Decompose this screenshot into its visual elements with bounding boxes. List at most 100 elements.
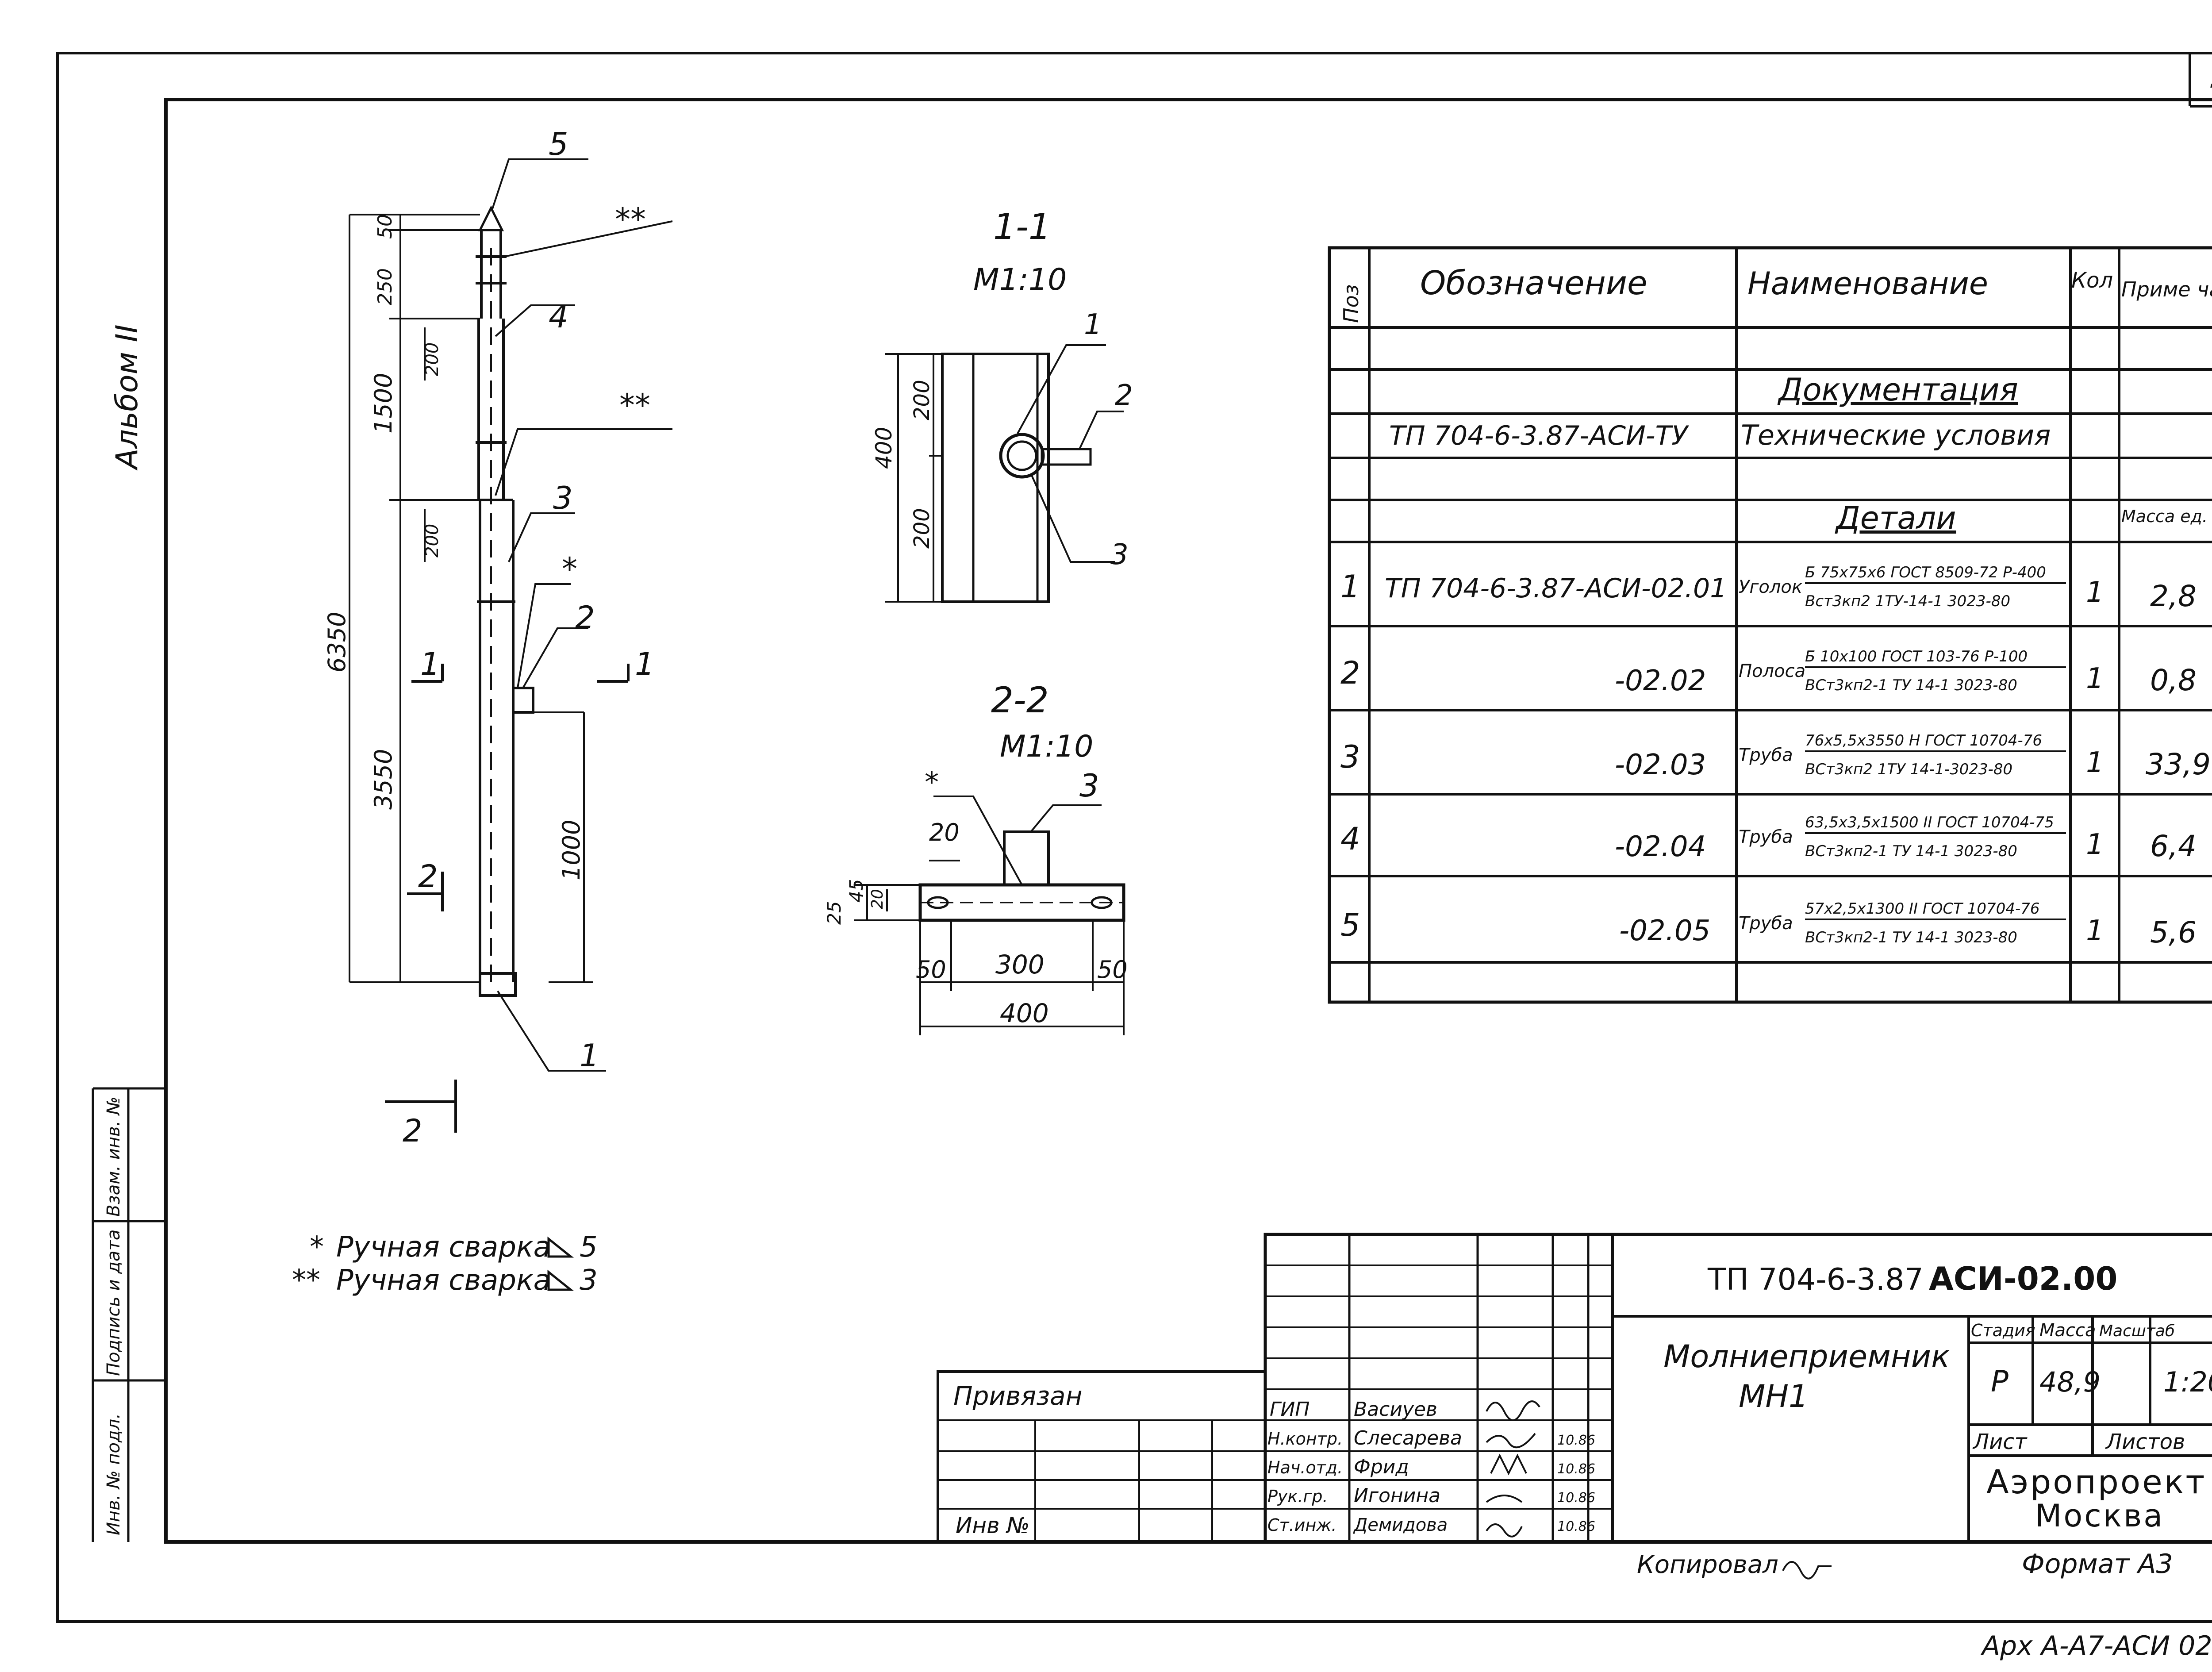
title-scale: 1:20 [2163,1366,2212,1398]
spec-header-qty: Кол [2071,268,2113,293]
spec-table-grid [1328,246,2212,1004]
spec-row-designation: -02.02 [1615,665,1706,697]
dim-250: 250 [374,268,396,305]
section-1-1-scale: М1:10 [973,262,1067,297]
spec-row-type: Полоса [1739,661,1805,681]
title-sheet-header: Лист [1972,1430,2028,1454]
spec-row: 4 -02.04 Труба 63,5х3,5х1500 II ГОСТ 107… [1340,814,2197,863]
section-2-2-dim-50b: 50 [1097,956,1128,984]
spec-header-name: Наименование [1747,265,1988,302]
title-org-2: Москва [2035,1498,2164,1534]
section-1-1-label-3: 3 [1110,538,1129,571]
section-1-1-label-1: 1 [1084,308,1102,341]
section-1-1-title: 1-1 [993,206,1051,247]
title-code: ТП 704-6-3.87 [1707,1262,1924,1297]
signature-scribble [1486,1400,1540,1421]
title-code-2: АСИ-02.00 [1929,1260,2117,1297]
dim-3550: 3550 [369,749,397,810]
title-mass-header: Масса [2039,1320,2096,1341]
side-strip-replace: Взам. инв. № [104,1096,124,1217]
section-2-2-dim-45: 45 [845,879,867,903]
side-strip-inv: Инв. № подл. [104,1413,124,1535]
spec-row-type: Труба [1739,913,1793,934]
spec-row-qty: 1 [2086,915,2104,947]
spec-row-spec-top: 57х2,5х1300 II ГОСТ 10704-76 [1805,900,2040,918]
weld-note-1-mark: * [310,1231,324,1264]
spec-section-parts: Детали [1835,500,1956,536]
side-strip [92,1087,166,1542]
spec-header-pos: Поз [1339,284,1363,323]
mast-label-dstar1: ** [615,201,646,238]
spec-row-qty: 1 [2086,662,2104,695]
role-label: Нач.отд. [1267,1458,1343,1477]
spec-row-pos: 3 [1340,739,1360,775]
role-date: 10.86 [1557,1519,1595,1534]
role-date: 10.86 [1557,1490,1595,1506]
weld-triangle-2 [547,1269,574,1291]
section-2-2-dim-20b: 20 [868,889,887,909]
spec-section-docs: Документация [1777,372,2018,408]
section-1-1-dim-200b: 200 [910,508,934,549]
side-strip-sign: Подпись и дата [104,1230,124,1376]
spec-doc-name: Технические условия [1741,419,2051,451]
dim-200b: 200 [422,524,442,557]
spec-header-note: Приме чание [2121,277,2212,301]
spec-row-spec-bot: ВСт3кп2-1 ТУ 14-1 3023-80 [1805,676,2017,694]
weld-note-2-text: Ручная сварка [336,1264,551,1297]
role-name: Фрид [1354,1456,1409,1478]
weld-note-1-size: 5 [580,1231,598,1264]
cut-2-mid: 2 [418,858,438,895]
spec-row-type: Труба [1739,745,1793,765]
spec-row: 3 -02.03 Труба 76х5,5х3550 Н ГОСТ 10704-… [1340,732,2211,781]
dim-50: 50 [374,214,396,239]
album-label: Альбом II [110,324,145,471]
title-org-1: Аэропроект [1986,1463,2206,1501]
mast-label-dstar2: ** [619,387,650,423]
spec-mass-header: Масса ед. кг [2121,507,2212,526]
title-mass: 48,9 [2039,1366,2101,1398]
section-1-1-dim-400: 400 [871,427,897,469]
mast-label-5: 5 [549,126,568,162]
mast-label-4: 4 [549,299,568,335]
title-sheets-header: Листов [2105,1430,2185,1454]
weld-note-2-mark: ** [292,1264,320,1297]
mast-view [349,158,673,1133]
role-label: Рук.гр. [1267,1487,1328,1506]
sheet-number: 4 [2210,64,2212,100]
section-2-2-dim-400: 400 [1000,998,1049,1028]
spec-row-designation: ТП 704-6-3.87-АСИ-02.01 [1385,573,1727,604]
format-label: Формат А3 [2022,1549,2173,1580]
section-1-1-dim-200a: 200 [910,380,934,420]
section-2-2-label-3: 3 [1079,768,1099,804]
weld-note-1-text: Ручная сварка [336,1231,551,1264]
role-name: Демидова [1353,1515,1448,1535]
mast-label-3: 3 [553,480,573,516]
dim-1000: 1000 [557,820,585,880]
role-date: 10.86 [1557,1433,1595,1448]
role-name: Васиуев [1354,1398,1437,1421]
title-object: Молниеприемник [1663,1338,1950,1375]
role-name: Слесарева [1354,1427,1462,1449]
cut-2-bottom: 2 [403,1113,422,1149]
spec-row-spec-bot: ВСт3кп2 1ТУ 14-1-3023-80 [1805,761,2012,778]
copied-signature [1782,1561,1832,1580]
section-2-2-label-star: * [925,766,939,799]
spec-row-mass: 2,8 [2150,579,2197,613]
spec-row: 1 ТП 704-6-3.87-АСИ-02.01 Уголок Б 75х75… [1340,564,2197,613]
archive-code: Арх А-А7-АСИ 02.00 [1980,1630,2212,1661]
role-name: Игонина [1354,1484,1440,1507]
spec-row-pos: 5 [1340,907,1360,943]
section-2-2-dim-300: 300 [995,949,1045,980]
role-label: ГИП [1270,1398,1310,1421]
title-stage: Р [1991,1365,2008,1399]
weld-triangle-1 [547,1236,574,1258]
cut-1-left: 1 [420,646,440,682]
spec-row-designation: -02.03 [1615,749,1706,781]
weld-notes: * Ручная сварка 5 ** Ручная сварка 3 [292,1231,598,1297]
section-1-1 [885,344,1124,603]
spec-row: 2 -02.02 Полоса Б 10х100 ГОСТ 103-76 Р-1… [1340,648,2197,697]
spec-row-mass: 6,4 [2150,829,2197,863]
spec-row-pos: 1 [1340,569,1360,605]
signature-scribble [1490,1453,1527,1476]
spec-row-spec-top: Б 75х75х6 ГОСТ 8509-72 Р-400 [1805,564,2046,581]
